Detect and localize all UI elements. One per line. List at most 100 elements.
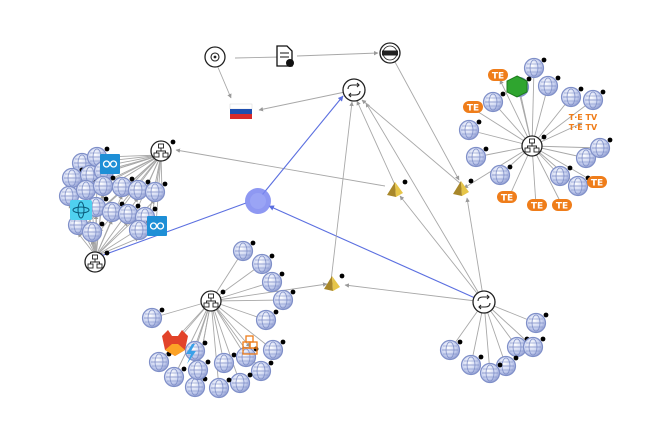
globe-icon[interactable] bbox=[575, 147, 597, 169]
edge bbox=[210, 282, 328, 302]
lightning-icon[interactable] bbox=[186, 344, 196, 364]
edge bbox=[95, 219, 113, 257]
te-badge-icon[interactable]: TE bbox=[463, 101, 483, 114]
pyramid-icon[interactable] bbox=[387, 182, 403, 197]
pyramid-icon[interactable] bbox=[453, 181, 469, 196]
globe-icon[interactable] bbox=[262, 339, 284, 361]
status-dot bbox=[290, 289, 296, 295]
globe-icon[interactable] bbox=[560, 86, 582, 108]
globe-icon[interactable] bbox=[250, 360, 272, 382]
edge bbox=[234, 54, 282, 60]
atom-service-icon[interactable] bbox=[70, 200, 92, 220]
boxes-icon[interactable] bbox=[242, 335, 258, 355]
status-dot bbox=[247, 372, 253, 378]
router-icon[interactable] bbox=[84, 251, 106, 273]
globe-icon[interactable] bbox=[229, 372, 251, 394]
edge bbox=[399, 195, 485, 303]
sync-icon[interactable] bbox=[472, 290, 496, 314]
globe-icon[interactable] bbox=[184, 376, 206, 398]
globe-icon[interactable] bbox=[81, 221, 103, 243]
globe-icon[interactable] bbox=[251, 253, 273, 275]
te-badge-icon[interactable]: TE bbox=[488, 69, 508, 82]
cloud-service-icon[interactable] bbox=[147, 216, 167, 236]
globe-icon[interactable] bbox=[522, 336, 544, 358]
edge bbox=[158, 300, 212, 363]
globe-icon[interactable] bbox=[232, 240, 254, 262]
status-dot bbox=[526, 76, 532, 82]
edge bbox=[173, 300, 212, 378]
status-dot bbox=[181, 366, 187, 372]
edge bbox=[531, 145, 601, 151]
globe-icon[interactable] bbox=[549, 165, 571, 187]
te-badge-icon[interactable]: TE bbox=[527, 199, 547, 212]
flag-icon[interactable] bbox=[229, 103, 253, 119]
status-dot bbox=[162, 181, 168, 187]
cloud-service-icon[interactable] bbox=[100, 154, 120, 174]
router-icon[interactable] bbox=[521, 135, 543, 157]
globe-icon[interactable] bbox=[465, 146, 487, 168]
globe-icon[interactable] bbox=[482, 91, 504, 113]
www-icon[interactable] bbox=[379, 42, 401, 64]
edge bbox=[210, 300, 241, 384]
router-icon[interactable] bbox=[200, 290, 222, 312]
status-dot bbox=[273, 309, 279, 315]
edge bbox=[499, 79, 533, 147]
globe-icon[interactable] bbox=[589, 137, 611, 159]
globe-icon[interactable] bbox=[127, 179, 149, 201]
globe-icon[interactable] bbox=[479, 362, 501, 384]
status-dot bbox=[541, 57, 547, 63]
globe-icon[interactable] bbox=[163, 366, 185, 388]
globe-icon[interactable] bbox=[582, 89, 604, 111]
gear-node-icon[interactable] bbox=[204, 46, 226, 68]
te-tv-label: T·E TV bbox=[569, 123, 598, 132]
globe-icon[interactable] bbox=[525, 312, 547, 334]
globe-icon[interactable] bbox=[213, 352, 235, 374]
edge bbox=[356, 100, 396, 186]
globe-icon[interactable] bbox=[272, 289, 294, 311]
highlighted-edge bbox=[97, 202, 247, 258]
router-icon[interactable] bbox=[150, 140, 172, 162]
te-tv-icon[interactable]: T·E TV bbox=[569, 113, 598, 122]
status-dot bbox=[540, 336, 546, 342]
te-badge-label: TE bbox=[591, 179, 603, 189]
pyramid-icon[interactable] bbox=[324, 276, 340, 291]
nodes-layer: TE TE TE TE TE TE T·E TVT·E TV bbox=[58, 42, 613, 399]
sync-icon[interactable] bbox=[342, 78, 366, 102]
status-dot bbox=[541, 134, 547, 140]
te-badge-icon[interactable]: TE bbox=[552, 199, 572, 212]
te-badge-icon[interactable]: TE bbox=[587, 176, 607, 189]
globe-icon[interactable] bbox=[537, 75, 559, 97]
globe-icon[interactable] bbox=[255, 309, 277, 331]
globe-icon[interactable] bbox=[92, 175, 114, 197]
te-tv-icon[interactable]: T·E TV bbox=[569, 123, 598, 132]
globe-icon[interactable] bbox=[75, 179, 97, 201]
te-badge-icon[interactable]: TE bbox=[497, 191, 517, 204]
status-dot bbox=[269, 253, 275, 259]
hexagon-icon[interactable] bbox=[506, 75, 528, 98]
globe-icon[interactable] bbox=[458, 119, 480, 141]
document-icon[interactable] bbox=[276, 45, 294, 67]
globe-icon[interactable] bbox=[261, 271, 283, 293]
globe-icon[interactable] bbox=[187, 359, 209, 381]
edge bbox=[296, 50, 379, 57]
fox-service-icon[interactable] bbox=[162, 330, 188, 356]
globe-icon[interactable] bbox=[235, 346, 257, 368]
globe-icon[interactable] bbox=[101, 201, 123, 223]
focus-node-icon[interactable] bbox=[245, 188, 271, 214]
globe-icon[interactable] bbox=[117, 203, 139, 225]
status-dot bbox=[476, 119, 482, 125]
globe-icon[interactable] bbox=[144, 181, 166, 203]
edge bbox=[210, 300, 274, 351]
edge bbox=[330, 101, 354, 282]
globe-icon[interactable] bbox=[523, 57, 545, 79]
globe-icon[interactable] bbox=[567, 175, 589, 197]
globe-icon[interactable] bbox=[208, 377, 230, 399]
globe-icon[interactable] bbox=[489, 164, 511, 186]
globe-icon[interactable] bbox=[141, 307, 163, 329]
edge bbox=[344, 283, 485, 303]
globe-icon[interactable] bbox=[439, 339, 461, 361]
globe-icon[interactable] bbox=[128, 219, 150, 241]
globe-icon[interactable] bbox=[460, 354, 482, 376]
globe-icon[interactable] bbox=[148, 351, 170, 373]
status-dot bbox=[104, 250, 110, 256]
